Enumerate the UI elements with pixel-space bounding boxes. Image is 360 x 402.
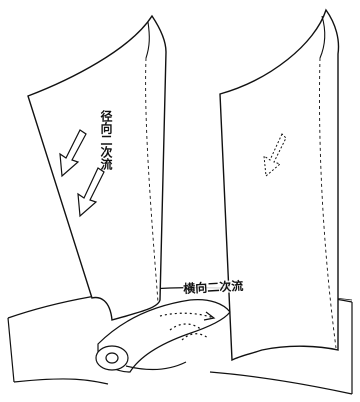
right-blade [219,8,340,362]
transverse-secondary-flow-label: 横向二次流 [182,278,244,296]
right-blade-dashed-arrow [263,133,287,178]
passage-vortex [95,299,231,373]
left-blade [27,14,167,321]
radial-secondary-flow-label: 径向二次流 [99,110,113,170]
radial-flow-arrows [59,129,105,218]
